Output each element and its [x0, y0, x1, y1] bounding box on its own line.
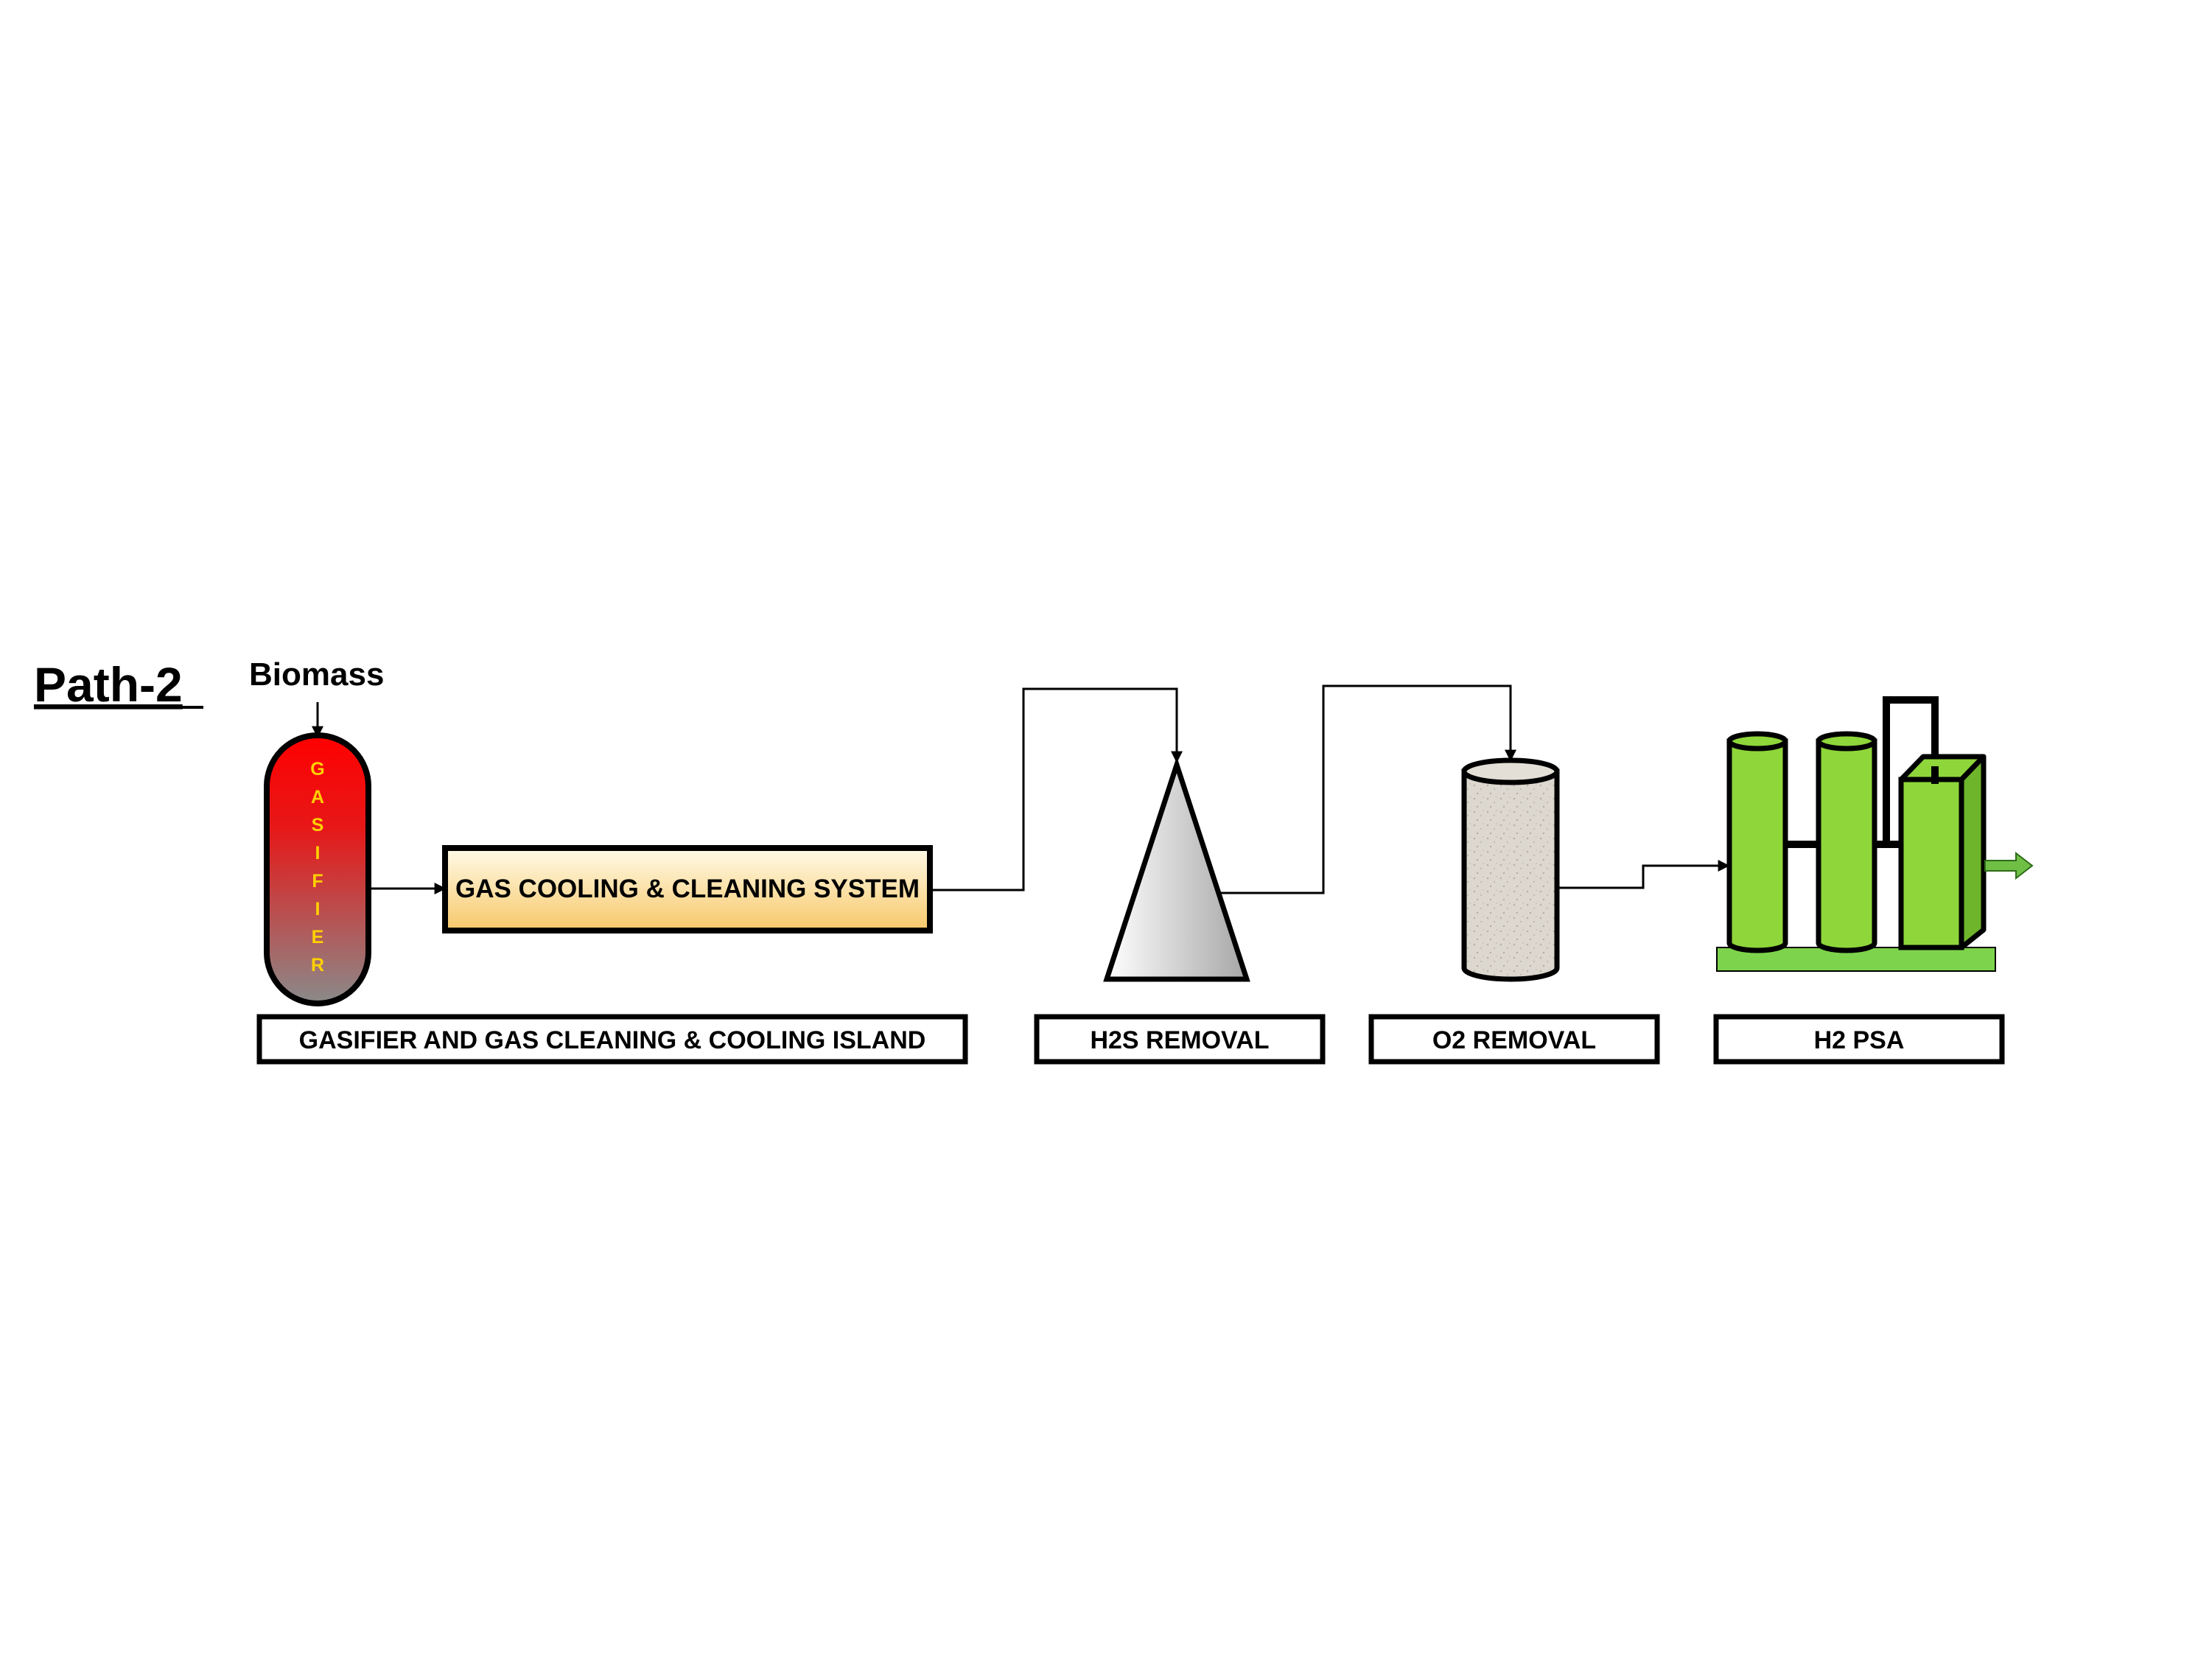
gasifier-letters: G A S I F I E R [310, 759, 324, 975]
flow-line-h2s-to-o2 [1220, 684, 1516, 894]
gasifier-letter: E [312, 927, 324, 947]
gasifier-letter: R [311, 955, 324, 975]
gasifier-letter: G [310, 759, 324, 780]
section-label-h2s: H2S REMOVAL [1034, 1014, 1326, 1065]
gas-cooling-cleaning-label: GAS COOLING & CLEANING SYSTEM [455, 875, 920, 903]
h2s-removal-cone [1103, 756, 1250, 982]
diagram-title: Path-2 [34, 657, 183, 712]
h2-outlet-arrow [1984, 851, 2034, 880]
gasifier-vessel [264, 732, 371, 1006]
gasifier-letter: I [315, 899, 321, 919]
flow-line-o2-to-psa [1557, 860, 1730, 889]
biomass-label: Biomass [249, 656, 384, 693]
section-label-o2-text: O2 REMOVAL [1432, 1026, 1596, 1054]
section-label-gasifier-island-text: GASIFIER AND GAS CLEANING & COOLING ISLA… [299, 1026, 926, 1054]
gasifier-letter: A [311, 787, 324, 808]
gasifier-letter: F [312, 871, 323, 891]
section-label-psa-text: H2 PSA [1814, 1026, 1905, 1054]
section-label-psa: H2 PSA [1713, 1014, 2005, 1065]
gasifier-letter: S [312, 815, 324, 835]
section-label-o2: O2 REMOVAL [1368, 1014, 1660, 1065]
section-label-gasifier-island: GASIFIER AND GAS CLEANING & COOLING ISLA… [256, 1014, 968, 1065]
section-label-h2s-text: H2S REMOVAL [1090, 1026, 1269, 1054]
h2-psa-unit [1716, 696, 1996, 972]
gasifier-letter: I [315, 843, 321, 863]
flow-line-cooling-to-h2s [930, 687, 1183, 891]
o2-removal-vessel [1461, 757, 1560, 982]
